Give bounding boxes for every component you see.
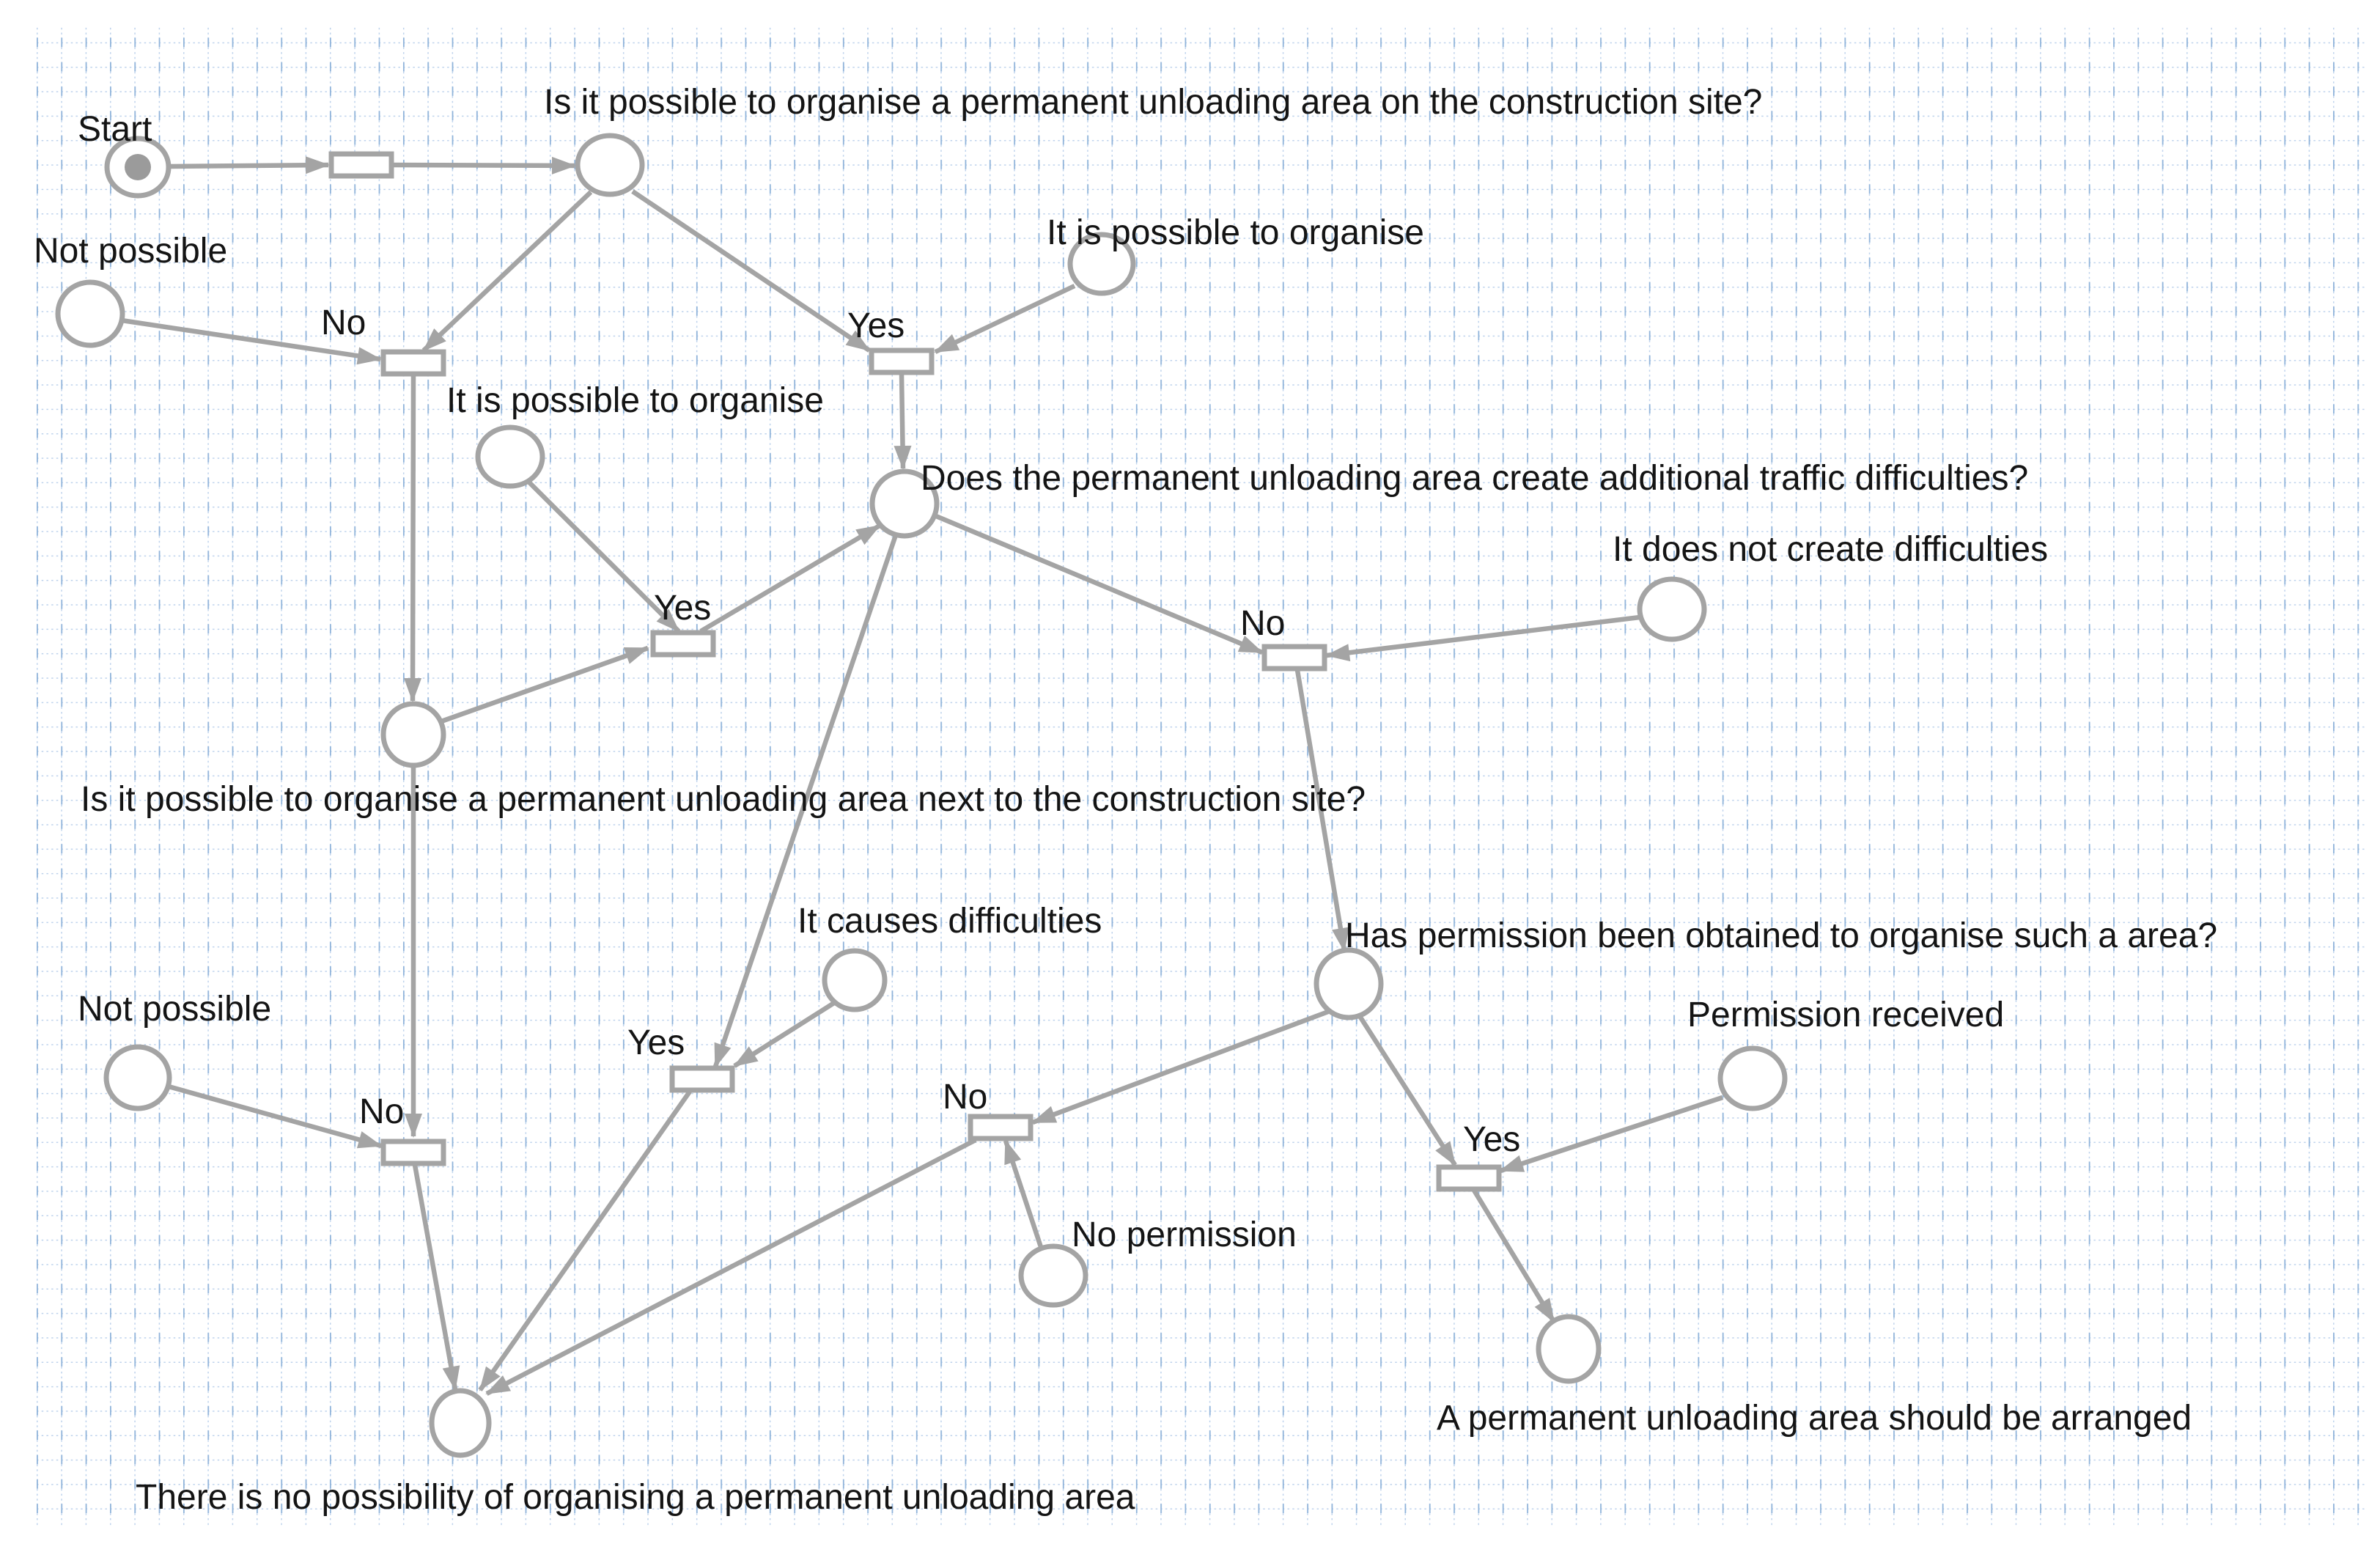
arc-qtraffic-to-yes3[interactable] — [712, 534, 899, 1068]
label-possible-1: It is possible to organise — [1047, 213, 1424, 252]
label-permission-received: Permission received — [1687, 996, 2004, 1034]
place-not-possible-2[interactable] — [103, 1044, 172, 1111]
label-q-site: Is it possible to organise a permanent u… — [544, 83, 1762, 122]
arc-no3-to-nopossibility[interactable] — [412, 1164, 460, 1391]
arc-qtraffic-to-no2[interactable] — [935, 514, 1264, 655]
place-q-next-to[interactable] — [380, 701, 446, 768]
label-yes-3: Yes — [627, 1023, 685, 1062]
place-q-traffic[interactable] — [869, 468, 940, 539]
label-yes-1: Yes — [847, 306, 905, 345]
arc-tstart-to-qsite[interactable] — [392, 156, 576, 174]
labels-layer: Start Is it possible to organise a perma… — [34, 83, 2217, 1517]
transition-no-2[interactable] — [1261, 644, 1327, 672]
place-q-site[interactable] — [575, 133, 645, 197]
place-possible-2[interactable] — [475, 424, 545, 489]
arc-possible1-to-yes1[interactable] — [934, 284, 1076, 354]
transition-yes-1[interactable] — [869, 347, 935, 375]
arc-no2-to-qpermission[interactable] — [1294, 669, 1349, 952]
place-permission-received[interactable] — [1717, 1045, 1788, 1111]
arc-possible2-to-yes2[interactable] — [527, 480, 681, 633]
label-yes-4: Yes — [1463, 1120, 1520, 1159]
place-causes-difficulties[interactable] — [822, 948, 888, 1012]
transition-start[interactable] — [328, 151, 394, 179]
arc-start-to-tstart[interactable] — [169, 156, 330, 174]
transition-no-4[interactable] — [968, 1114, 1034, 1141]
label-yes-2: Yes — [654, 589, 711, 628]
arc-permissionreceived-to-yes4[interactable] — [1499, 1095, 1724, 1174]
place-not-possible-1[interactable] — [55, 279, 125, 348]
transition-yes-3[interactable] — [669, 1065, 735, 1093]
place-no-difficulties[interactable] — [1637, 576, 1707, 642]
label-no-3: No — [359, 1092, 404, 1131]
transition-yes-2[interactable] — [650, 630, 716, 658]
transition-no-1[interactable] — [380, 349, 446, 377]
arc-nodifficulties-to-no2[interactable] — [1325, 614, 1640, 662]
arc-nopermission-to-no4[interactable] — [1003, 1139, 1044, 1248]
label-no-2: No — [1240, 604, 1285, 643]
place-arranged[interactable] — [1536, 1314, 1602, 1384]
label-no-permission: No permission — [1072, 1216, 1297, 1254]
place-no-possibility[interactable] — [429, 1388, 492, 1458]
label-arranged: A permanent unloading area should be arr… — [1437, 1399, 2192, 1438]
arc-qpermission-to-yes4[interactable] — [1357, 1015, 1457, 1166]
label-q-permission: Has permission been obtained to organise… — [1345, 916, 2217, 955]
label-no-4: No — [943, 1078, 987, 1117]
arc-qpermission-to-no4[interactable] — [1031, 1009, 1330, 1125]
arc-yes3-to-nopossibility[interactable] — [478, 1090, 692, 1391]
label-no-possibility: There is no possibility of organising a … — [136, 1478, 1135, 1517]
arcs-layer — [121, 156, 1724, 1396]
label-q-traffic: Does the permanent unloading area create… — [921, 459, 2028, 498]
arc-causesdifficulties-to-yes3[interactable] — [733, 1001, 836, 1068]
transition-no-3[interactable] — [380, 1139, 446, 1166]
arc-no4-to-nopossibility[interactable] — [485, 1138, 977, 1396]
label-possible-2: It is possible to organise — [446, 381, 824, 420]
arc-notpossible2-to-no3[interactable] — [168, 1084, 383, 1149]
label-causes-difficulties: It causes difficulties — [797, 902, 1102, 941]
places-layer — [55, 133, 1788, 1458]
place-q-permission[interactable] — [1314, 947, 1384, 1020]
label-not-possible-2: Not possible — [78, 990, 271, 1029]
place-possible-1[interactable] — [1067, 232, 1136, 296]
arc-yes2-to-qtraffic[interactable] — [699, 523, 881, 633]
arc-yes1-to-qtraffic[interactable] — [894, 373, 912, 470]
arc-qnextto-to-yes2[interactable] — [440, 645, 649, 724]
place-no-permission[interactable] — [1018, 1243, 1088, 1308]
arc-notpossible1-to-no1[interactable] — [121, 317, 382, 365]
label-q-next-to: Is it possible to organise a permanent u… — [81, 780, 1366, 819]
arc-qsite-to-no1[interactable] — [421, 190, 593, 353]
start-token — [125, 154, 151, 180]
label-not-possible-1: Not possible — [34, 232, 227, 271]
label-no-1: No — [321, 304, 366, 342]
transitions-layer — [328, 151, 1502, 1192]
arc-yes4-to-arranged[interactable] — [1471, 1188, 1556, 1323]
label-start: Start — [78, 110, 152, 149]
transition-yes-4[interactable] — [1436, 1164, 1502, 1192]
place-start[interactable] — [104, 136, 172, 199]
arc-qsite-to-yes1[interactable] — [631, 189, 871, 353]
grid-background — [35, 26, 2366, 1526]
label-no-difficulties: It does not create difficulties — [1613, 530, 2048, 569]
